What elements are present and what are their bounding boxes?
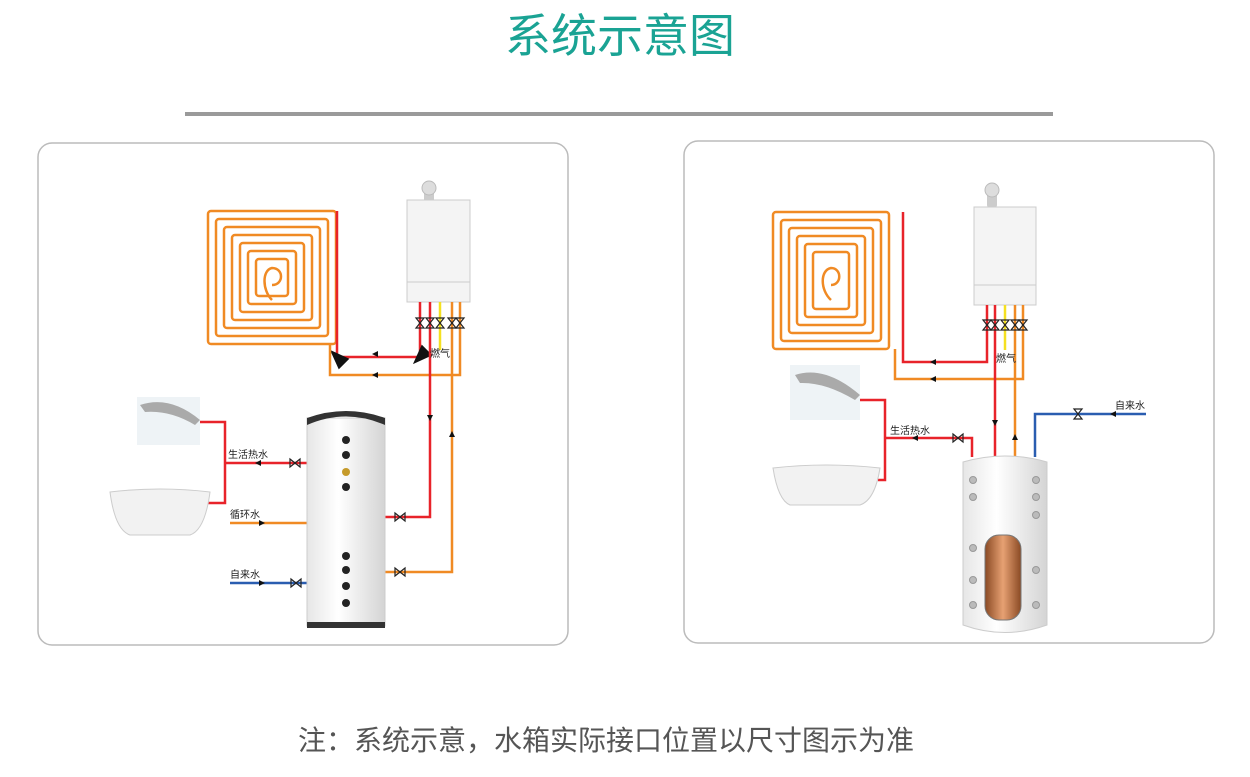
footnote: 注：系统示意，水箱实际接口位置以尺寸图示为准: [298, 724, 914, 757]
hot-water-label: 生活热水: [228, 448, 268, 461]
title-divider: [185, 112, 1053, 116]
page-title: 系统示意图: [505, 9, 735, 63]
shower-head: [790, 365, 860, 420]
water-tank: [306, 411, 386, 628]
gas-label: 燃气: [996, 352, 1016, 365]
wall-boiler: [406, 180, 471, 303]
right-diagram-panel: 燃气 生活热水 自来水: [683, 140, 1215, 644]
bathtub: [772, 464, 881, 506]
circulation-water-label: 循环水: [230, 508, 260, 521]
wall-boiler: [973, 182, 1037, 306]
floor-heating-coil: [206, 209, 338, 346]
left-diagram-panel: 燃气 生活热水 循环水 自来水: [37, 142, 569, 646]
shower-head: [137, 397, 200, 445]
floor-heating-coil: [771, 210, 891, 351]
bathtub: [109, 488, 211, 536]
gas-label: 燃气: [430, 347, 450, 360]
tap-water-label: 自来水: [230, 568, 260, 581]
water-tank: [962, 455, 1048, 633]
tap-water-label: 自来水: [1115, 399, 1145, 412]
hot-water-label: 生活热水: [890, 424, 930, 437]
